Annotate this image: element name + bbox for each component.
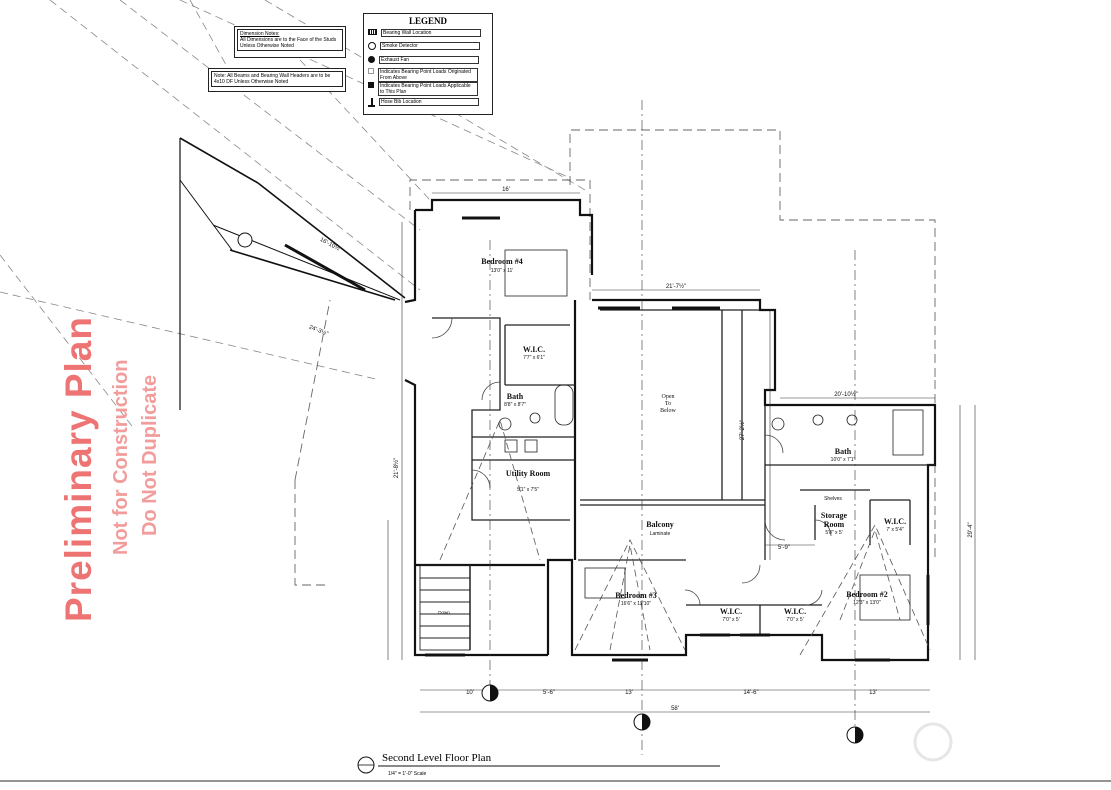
watermark-line2: Do Not Duplicate (139, 374, 161, 536)
angled-wing-walls (179, 137, 406, 410)
room-bath-right-size: 10'0" x 7'1" (831, 457, 856, 463)
dimension-notes-body: All Dimensions are to the Face of the St… (240, 37, 337, 49)
dimension-notes-title: Dimension Notes: (240, 31, 280, 37)
door-swings (431, 317, 832, 606)
stamp-circle (913, 722, 953, 762)
beam-note-box: Note: All Beams and Bearing Wall Headers… (208, 68, 346, 92)
room-bedroom2-size: 12'3" x 13'0" (853, 600, 881, 606)
room-bedroom2-name: Bedroom #2 (846, 590, 887, 599)
room-bedroom4-size: 13'0" x 11' (491, 268, 514, 274)
room-balcony-name: Balcony (646, 520, 674, 529)
room-labels: Bedroom #4 13'0" x 11' W.I.C. 7'7" x 6'1… (438, 257, 906, 623)
stair-down-label: Down (438, 610, 450, 615)
dim-overall: 58' (671, 706, 679, 712)
room-wic-b-size: 7'0" x 5' (786, 617, 803, 623)
beam-note-text: Note: All Beams and Bearing Wall Headers… (211, 71, 343, 87)
dim-right-top: 20'-10½" (834, 391, 858, 398)
room-wic-upper-name: W.I.C. (523, 345, 545, 354)
dim-left-vert: 21'-8½" (393, 458, 400, 478)
room-storage-name-1: Storage (821, 511, 848, 520)
fixtures (498, 249, 924, 621)
legend-item-smoke-detector: Smoke Detector (368, 42, 480, 50)
dim-diag2: 24'-3½" (308, 324, 329, 338)
legend-item-exhaust-fan: Exhaust Fan (368, 56, 479, 64)
dim-bottom-3: 13' (625, 690, 633, 696)
room-storage-name-2: Room (824, 520, 845, 529)
room-wic-right-name: W.I.C. (884, 517, 906, 526)
dim-mid-top: 21'-7½" (666, 283, 686, 290)
room-balcony-size: Laminate (650, 531, 671, 537)
dim-mid-vert: 27'-2½" (739, 420, 746, 440)
dim-storage-width: 5'-9" (778, 545, 790, 551)
dimension-notes-box: Dimension Notes: All Dimensions are to t… (234, 26, 346, 58)
room-bath-left-size: 8'8" x 8'7" (504, 402, 526, 408)
hose-bib-icon (368, 98, 375, 107)
open-below-line3: Below (660, 408, 676, 414)
dim-right-vert: 29'-4" (968, 522, 974, 537)
exterior-walls (404, 198, 937, 662)
room-bath-left-name: Bath (507, 392, 524, 401)
roof-outline (294, 129, 936, 586)
legend-title: LEGEND (408, 16, 447, 26)
sheet-title: Second Level Floor Plan (382, 752, 492, 764)
exhaust-fan-icon (368, 56, 375, 63)
room-bath-right-name: Bath (835, 447, 852, 456)
dim-bottom-1: 10' (466, 690, 474, 696)
watermark-line1: Not for Construction (110, 359, 132, 555)
shelves-label: Shelves (824, 496, 842, 502)
room-bedroom3-name: Bedroom #3 (615, 591, 656, 600)
point-load-above-icon (368, 68, 374, 74)
open-below-line1: Open (662, 394, 675, 400)
room-utility-name: Utility Room (506, 469, 551, 478)
room-bedroom3-size: 16'6" x 12'10" (621, 601, 651, 607)
room-wic-b-name: W.I.C. (784, 607, 806, 616)
open-below-line2: To (665, 401, 671, 407)
section-markers (237, 232, 864, 774)
room-wic-a-name: W.I.C. (720, 607, 742, 616)
room-utility-size: 5'1" x 7'5" (517, 487, 539, 493)
legend: LEGEND Bearing Wall Location Smoke Detec… (363, 13, 493, 115)
legend-item-bearing-wall: Bearing Wall Location (368, 29, 481, 37)
legend-item-point-load-above: Indicates Bearing Point Loads Originated… (368, 68, 478, 82)
dim-bottom-2: 5'-6" (543, 690, 555, 696)
legend-item-hose-bib: Hose Bib Location (368, 98, 479, 107)
room-wic-a-size: 7'0" x 5' (722, 617, 739, 623)
legend-item-point-load-plan: Indicates Bearing Point Loads Applicable… (368, 82, 478, 96)
point-load-plan-icon (368, 82, 374, 88)
room-bedroom4-name: Bedroom #4 (481, 257, 522, 266)
dim-diag1: 16'-10½" (319, 236, 343, 253)
room-storage-size: 5'8" x 5' (825, 530, 842, 536)
dim-top-left: 16' (502, 187, 510, 193)
stair (419, 564, 471, 651)
room-wic-upper-size: 7'7" x 6'1" (523, 355, 545, 361)
vault-lines (439, 418, 931, 656)
bearing-wall-icon (368, 29, 377, 35)
room-wic-right-size: 7' x 5'4" (886, 527, 904, 533)
watermark-main: Preliminary Plan (58, 316, 99, 622)
dim-bottom-5: 13' (869, 690, 877, 696)
dimension-labels: 16' 21'-7½" 20'-10½" 16'-10½" 24'-3½" 21… (308, 187, 974, 712)
sheet-scale: 1/4" = 1'-0" Scale (388, 771, 427, 777)
dimension-lines (387, 100, 976, 755)
smoke-detector-icon (368, 42, 376, 50)
dim-bottom-4: 14'-6" (743, 690, 758, 696)
